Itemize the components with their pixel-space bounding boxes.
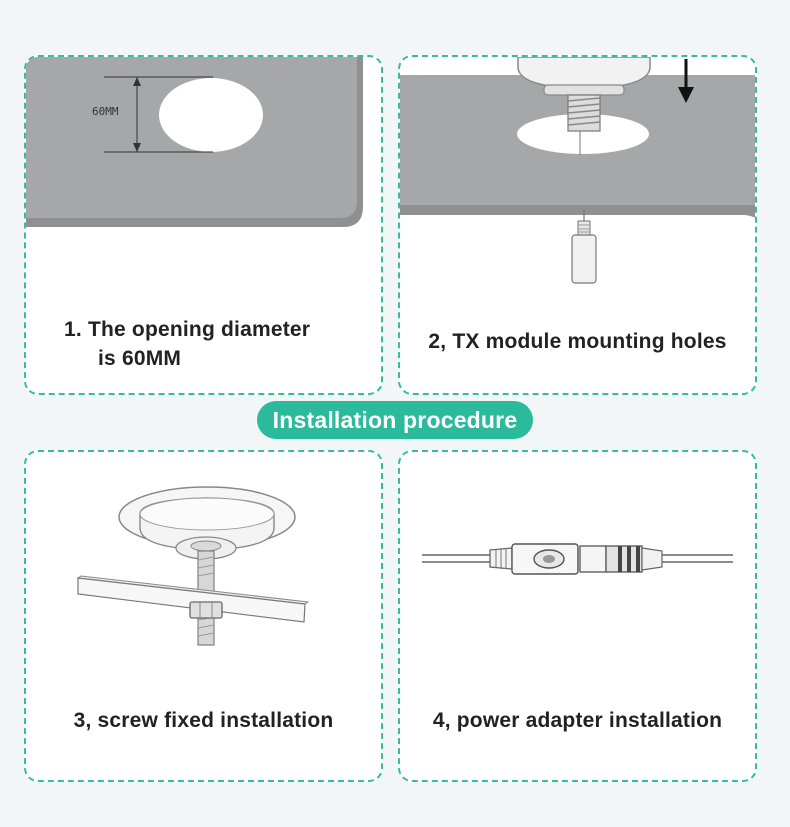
step-2-panel: 2, TX module mounting holes [398, 55, 757, 395]
step-3-caption: 3, screw fixed installation [73, 709, 334, 732]
tx-module-mounting-illustration [400, 57, 755, 284]
screw-fixed-installation-illustration [76, 486, 310, 646]
step-2-caption: 2, TX module mounting holes [428, 330, 727, 353]
step-4-caption: 4, power adapter installation [432, 709, 723, 732]
step-3-panel: 3, screw fixed installation [24, 450, 383, 782]
power-adapter-illustration [422, 543, 733, 575]
step-1-caption-line1: 1. The opening diameter [64, 318, 311, 341]
step-1-panel: 60MM 1. The opening diameter is 60MM [24, 55, 383, 395]
installation-procedure-badge: Installation procedure [257, 401, 533, 439]
step-4-panel: 4, power adapter installation [398, 450, 757, 782]
diameter-dimension-label: 60MM [92, 105, 119, 118]
opening-diameter-illustration [26, 57, 363, 227]
step-1-caption-line2: is 60MM [98, 347, 182, 370]
